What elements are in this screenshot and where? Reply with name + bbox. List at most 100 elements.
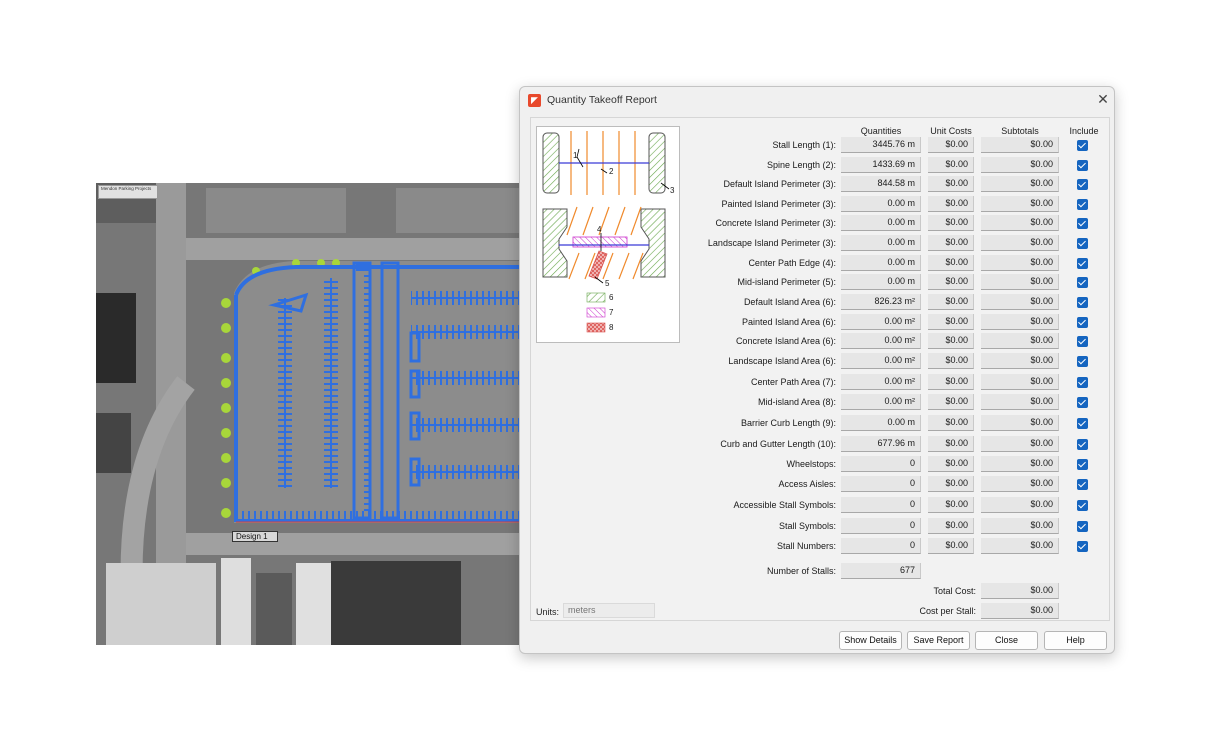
unit-cost-field[interactable]: $0.00 (928, 497, 974, 513)
quantity-field: 1433.69 m (841, 157, 921, 173)
row-label: Center Path Edge (4): (748, 258, 836, 268)
include-checkbox[interactable] (1077, 277, 1088, 288)
unit-cost-field[interactable]: $0.00 (928, 235, 974, 251)
include-checkbox[interactable] (1077, 397, 1088, 408)
unit-cost-field[interactable]: $0.00 (928, 476, 974, 492)
quantity-field: 0 (841, 497, 921, 513)
quantity-field: 0.00 m (841, 415, 921, 431)
quantity-field: 0.00 m (841, 196, 921, 212)
include-checkbox[interactable] (1077, 459, 1088, 470)
unit-cost-field[interactable]: $0.00 (928, 518, 974, 534)
header-include: Include (1069, 126, 1099, 136)
dialog-titlebar[interactable]: ◤ Quantity Takeoff Report ✕ (520, 87, 1114, 113)
show-details-button[interactable]: Show Details (839, 631, 902, 650)
subtotal-field: $0.00 (981, 353, 1059, 369)
cost-per-stall-row: Cost per Stall: $0.00 (681, 602, 1101, 622)
unit-cost-field[interactable]: $0.00 (928, 374, 974, 390)
row-label: Accessible Stall Symbols: (733, 500, 836, 510)
subtotal-field: $0.00 (981, 538, 1059, 554)
quantity-field: 0.00 m² (841, 374, 921, 390)
unit-cost-field[interactable]: $0.00 (928, 157, 974, 173)
unit-cost-field[interactable]: $0.00 (928, 333, 974, 349)
unit-cost-field[interactable]: $0.00 (928, 314, 974, 330)
include-checkbox[interactable] (1077, 179, 1088, 190)
table-row: Landscape Island Perimeter (3):0.00 m$0.… (681, 234, 1101, 254)
stalls-label: Number of Stalls: (766, 566, 836, 576)
close-button[interactable]: Close (975, 631, 1038, 650)
legend-item-6: 6 (609, 293, 614, 302)
include-checkbox[interactable] (1077, 418, 1088, 429)
include-checkbox[interactable] (1077, 140, 1088, 151)
include-checkbox[interactable] (1077, 297, 1088, 308)
table-row: Wheelstops:0$0.00$0.00 (681, 455, 1101, 475)
row-label: Default Island Perimeter (3): (723, 179, 836, 189)
row-label: Landscape Island Area (6): (728, 356, 836, 366)
include-checkbox[interactable] (1077, 541, 1088, 552)
row-label: Barrier Curb Length (9): (740, 418, 836, 428)
quantity-field: 0 (841, 476, 921, 492)
table-row: Center Path Edge (4):0.00 m$0.00$0.00 (681, 254, 1101, 274)
unit-cost-field[interactable]: $0.00 (928, 196, 974, 212)
close-x-icon[interactable]: ✕ (1097, 91, 1109, 107)
table-row: Access Aisles:0$0.00$0.00 (681, 475, 1101, 495)
quantity-legend-diagram (542, 131, 670, 333)
unit-cost-field[interactable]: $0.00 (928, 294, 974, 310)
unit-cost-field[interactable]: $0.00 (928, 137, 974, 153)
subtotal-field: $0.00 (981, 456, 1059, 472)
row-label: Stall Symbols: (778, 521, 836, 531)
aerial-map[interactable]: Mendon Parking Projects Design 1 (96, 183, 520, 645)
unit-cost-field[interactable]: $0.00 (928, 353, 974, 369)
row-label: Default Island Area (6): (743, 297, 836, 307)
quantity-field: 0.00 m² (841, 353, 921, 369)
unit-cost-field[interactable]: $0.00 (928, 538, 974, 554)
stalls-value: 677 (841, 563, 921, 579)
row-label: Concrete Island Perimeter (3): (715, 218, 836, 228)
callout-2: 2 (609, 167, 614, 176)
callout-4: 4 (597, 225, 602, 234)
save-report-button[interactable]: Save Report (907, 631, 970, 650)
include-checkbox[interactable] (1077, 258, 1088, 269)
include-checkbox[interactable] (1077, 521, 1088, 532)
subtotal-field: $0.00 (981, 476, 1059, 492)
include-checkbox[interactable] (1077, 160, 1088, 171)
units-field[interactable]: meters (563, 603, 655, 618)
row-label: Mid-island Area (8): (757, 397, 836, 407)
help-button[interactable]: Help (1044, 631, 1107, 650)
quantity-field: 0.00 m (841, 274, 921, 290)
unit-cost-field[interactable]: $0.00 (928, 215, 974, 231)
unit-cost-field[interactable]: $0.00 (928, 456, 974, 472)
include-checkbox[interactable] (1077, 439, 1088, 450)
include-checkbox[interactable] (1077, 317, 1088, 328)
design-label[interactable]: Design 1 (232, 531, 278, 542)
include-checkbox[interactable] (1077, 238, 1088, 249)
header-unit-costs: Unit Costs (930, 126, 972, 136)
quantity-field: 0.00 m (841, 215, 921, 231)
include-checkbox[interactable] (1077, 218, 1088, 229)
include-checkbox[interactable] (1077, 479, 1088, 490)
subtotal-field: $0.00 (981, 235, 1059, 251)
unit-cost-field[interactable]: $0.00 (928, 274, 974, 290)
subtotal-field: $0.00 (981, 157, 1059, 173)
unit-cost-field[interactable]: $0.00 (928, 394, 974, 410)
include-checkbox[interactable] (1077, 336, 1088, 347)
quantity-field: 0 (841, 538, 921, 554)
subtotal-field: $0.00 (981, 176, 1059, 192)
include-checkbox[interactable] (1077, 377, 1088, 388)
stalls-row: Number of Stalls: 677 (681, 562, 1101, 582)
table-row: Landscape Island Area (6): 0.00 m² $0.00 $0… (681, 352, 1101, 372)
include-checkbox[interactable] (1077, 356, 1088, 367)
subtotal-field: $0.00 (981, 196, 1059, 212)
table-row: Barrier Curb Length (9):0.00 m$0.00$0.00 (681, 414, 1101, 434)
unit-cost-field[interactable]: $0.00 (928, 176, 974, 192)
quantity-field: 0.00 m² (841, 333, 921, 349)
quantity-field: 0.00 m² (841, 314, 921, 330)
unit-cost-field[interactable]: $0.00 (928, 255, 974, 271)
row-label: Stall Numbers: (776, 541, 836, 551)
unit-cost-field[interactable]: $0.00 (928, 415, 974, 431)
quantity-field: 0.00 m (841, 235, 921, 251)
table-row: Stall Symbols:0$0.00$0.00 (681, 517, 1101, 537)
include-checkbox[interactable] (1077, 199, 1088, 210)
unit-cost-field[interactable]: $0.00 (928, 436, 974, 452)
include-checkbox[interactable] (1077, 500, 1088, 511)
table-row: Default Island Perimeter (3):844.58 m$0.… (681, 175, 1101, 195)
